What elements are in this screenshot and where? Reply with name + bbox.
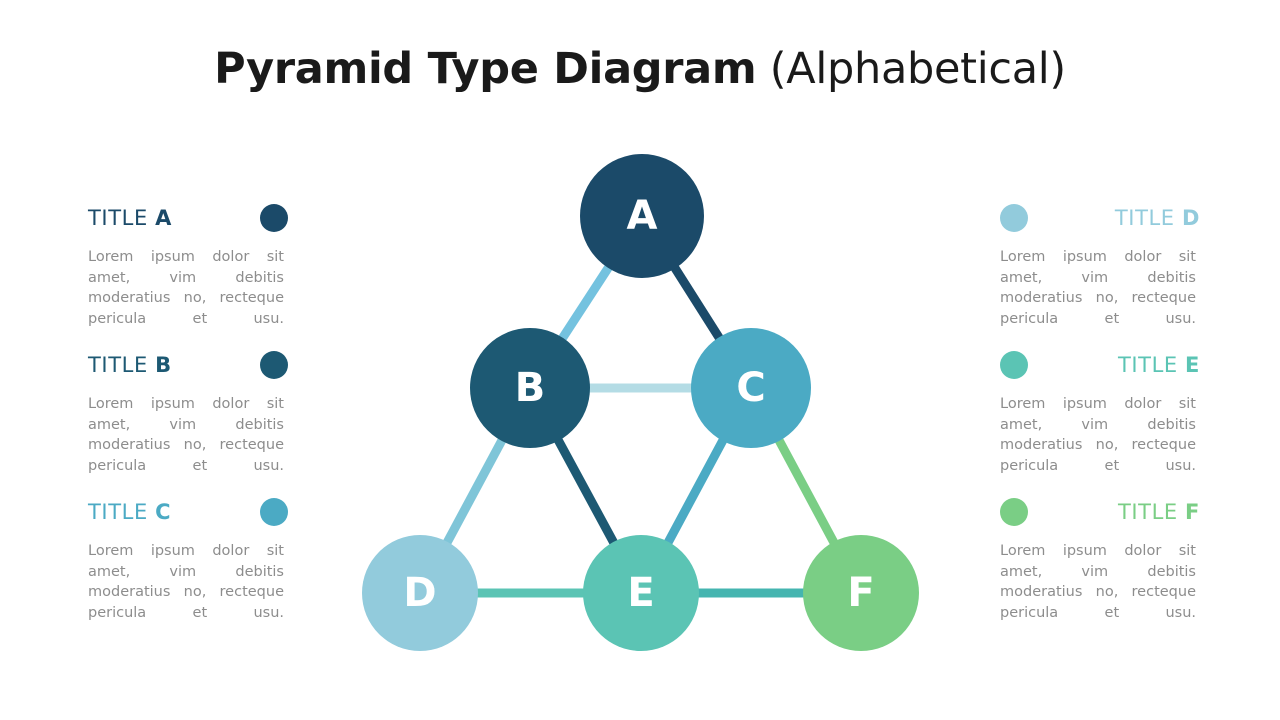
legend-item-c[interactable]: TITLE C Lorem ipsum dolor sit amet, vim … [88,494,288,641]
legend-body-f: Lorem ipsum dolor sit amet, vim debitis … [1000,543,1196,621]
legend-item-a[interactable]: TITLE A Lorem ipsum dolor sit amet, vim … [88,200,288,347]
page-title-regular: (Alphabetical) [756,44,1066,94]
page-title: Pyramid Type Diagram (Alphabetical) [0,44,1280,94]
node-label-d: D [403,570,436,616]
node-circle-f [803,535,919,651]
legend-title-prefix-c: TITLE [88,500,148,524]
node-layer: A B C D E F [362,154,919,651]
legend-column-left: TITLE A Lorem ipsum dolor sit amet, vim … [88,200,288,641]
legend-dot-a [260,204,288,232]
pyramid-diagram: A B C D E F [340,140,940,680]
node-circle-a [580,154,704,278]
node-label-f: F [847,570,874,616]
legend-title-f: TITLE F [1118,500,1200,524]
legend-header-f: TITLE F [1000,494,1200,530]
legend-title-prefix-a: TITLE [88,206,148,230]
legend-title-key-d: D [1181,206,1200,230]
legend-title-key-f: F [1185,500,1200,524]
node-circle-b [470,328,590,448]
legend-header-e: TITLE E [1000,347,1200,383]
legend-header-b: TITLE B [88,347,288,383]
legend-body-b: Lorem ipsum dolor sit amet, vim debitis … [88,396,284,474]
node-circle-c [691,328,811,448]
legend-title-key-e: E [1185,353,1200,377]
node-label-c: C [736,365,765,411]
legend-title-key-b: B [155,353,172,377]
node-a[interactable]: A [580,154,704,278]
legend-item-e[interactable]: TITLE E Lorem ipsum dolor sit amet, vim … [1000,347,1200,494]
legend-title-c: TITLE C [88,500,171,524]
node-label-a: A [627,193,658,239]
legend-dot-e [1000,351,1028,379]
legend-dot-b [260,351,288,379]
legend-dot-f [1000,498,1028,526]
legend-title-key-a: A [155,206,172,230]
legend-dot-d [1000,204,1028,232]
node-b[interactable]: B [470,328,590,448]
pyramid-diagram-canvas: A B C D E F [362,154,919,651]
legend-item-d[interactable]: TITLE D Lorem ipsum dolor sit amet, vim … [1000,200,1200,347]
legend-title-prefix-f: TITLE [1117,500,1178,524]
legend-item-f[interactable]: TITLE F Lorem ipsum dolor sit amet, vim … [1000,494,1200,641]
legend-title-prefix-b: TITLE [88,353,148,377]
legend-item-b[interactable]: TITLE B Lorem ipsum dolor sit amet, vim … [88,347,288,494]
node-e[interactable]: E [583,535,699,651]
legend-title-d: TITLE D [1115,206,1200,230]
legend-header-a: TITLE A [88,200,288,236]
legend-title-key-c: C [155,500,172,524]
node-c[interactable]: C [691,328,811,448]
legend-header-c: TITLE C [88,494,288,530]
legend-body-c: Lorem ipsum dolor sit amet, vim debitis … [88,543,284,621]
node-label-e: E [627,570,654,616]
node-d[interactable]: D [362,535,478,651]
node-circle-e [583,535,699,651]
legend-title-prefix-d: TITLE [1114,206,1175,230]
legend-body-d: Lorem ipsum dolor sit amet, vim debitis … [1000,249,1196,327]
legend-title-b: TITLE B [88,353,172,377]
legend-body-a: Lorem ipsum dolor sit amet, vim debitis … [88,249,284,327]
node-label-b: B [515,365,546,411]
legend-title-prefix-e: TITLE [1117,353,1178,377]
page-title-bold: Pyramid Type Diagram [214,44,757,94]
legend-title-a: TITLE A [88,206,172,230]
legend-body-e: Lorem ipsum dolor sit amet, vim debitis … [1000,396,1196,474]
legend-dot-c [260,498,288,526]
legend-column-right: TITLE D Lorem ipsum dolor sit amet, vim … [1000,200,1200,641]
node-circle-d [362,535,478,651]
legend-header-d: TITLE D [1000,200,1200,236]
legend-title-e: TITLE E [1118,353,1200,377]
node-f[interactable]: F [803,535,919,651]
